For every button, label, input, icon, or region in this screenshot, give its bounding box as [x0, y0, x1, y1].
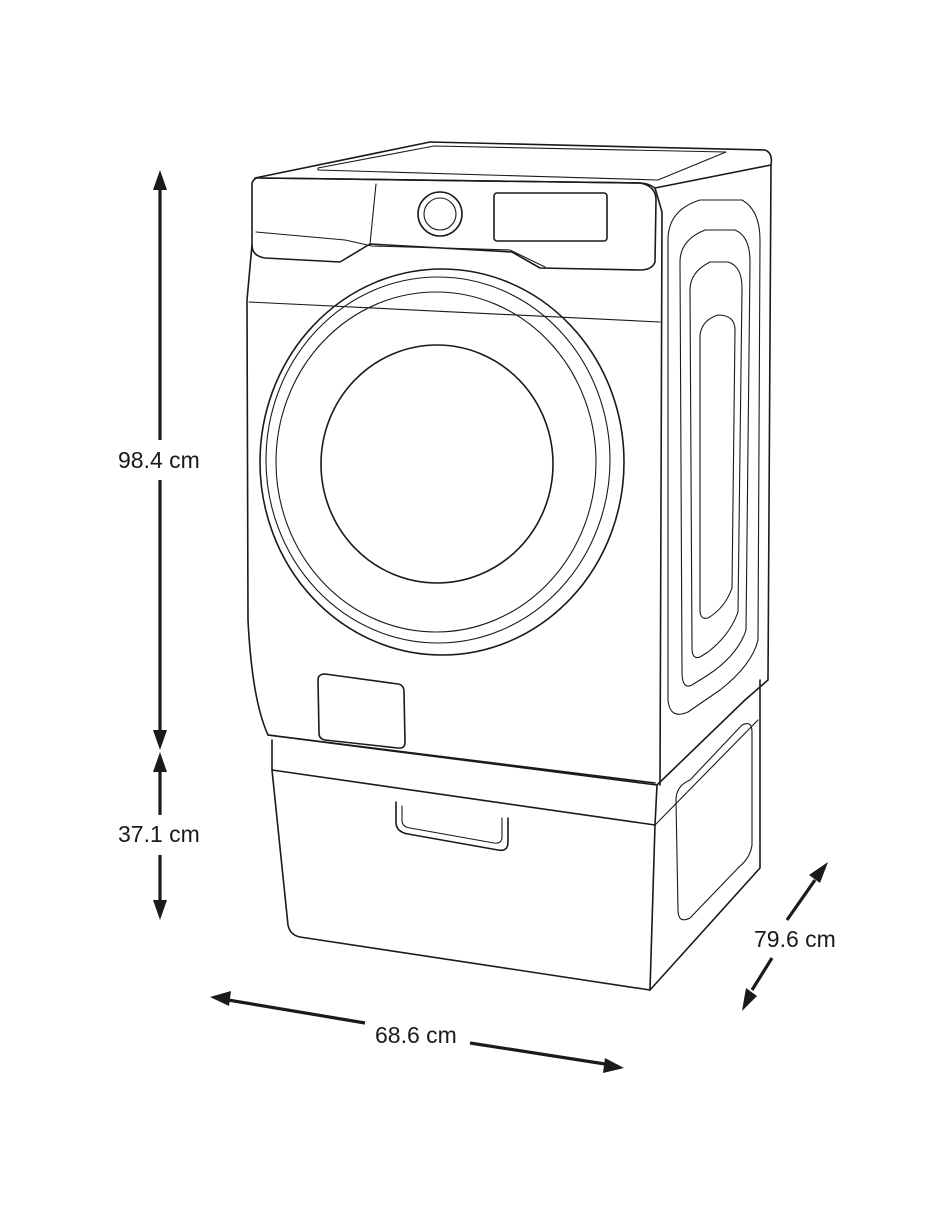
display-window: [493, 192, 608, 242]
washer-front: [246, 244, 656, 784]
filter-cover: [317, 673, 406, 749]
door-glass: [320, 344, 554, 584]
height-label: 98.4 cm: [118, 447, 200, 473]
pedestal: [267, 734, 658, 826]
depth-label: 79.6 cm: [752, 926, 838, 952]
width-arrow: [210, 991, 624, 1073]
pedestal-height-arrow: [153, 752, 167, 920]
depth-arrow: [742, 862, 828, 1011]
control-knob: [417, 191, 463, 237]
width-label: 68.6 cm: [372, 1022, 460, 1048]
drawer-handle: [395, 801, 509, 852]
pedestal-height-label: 37.1 cm: [118, 821, 200, 847]
control-panel: [251, 176, 657, 271]
door-outer-ring: [259, 268, 625, 656]
washer-side: [656, 164, 772, 786]
height-arrow: [153, 170, 167, 750]
washer-illustration: [246, 141, 773, 991]
